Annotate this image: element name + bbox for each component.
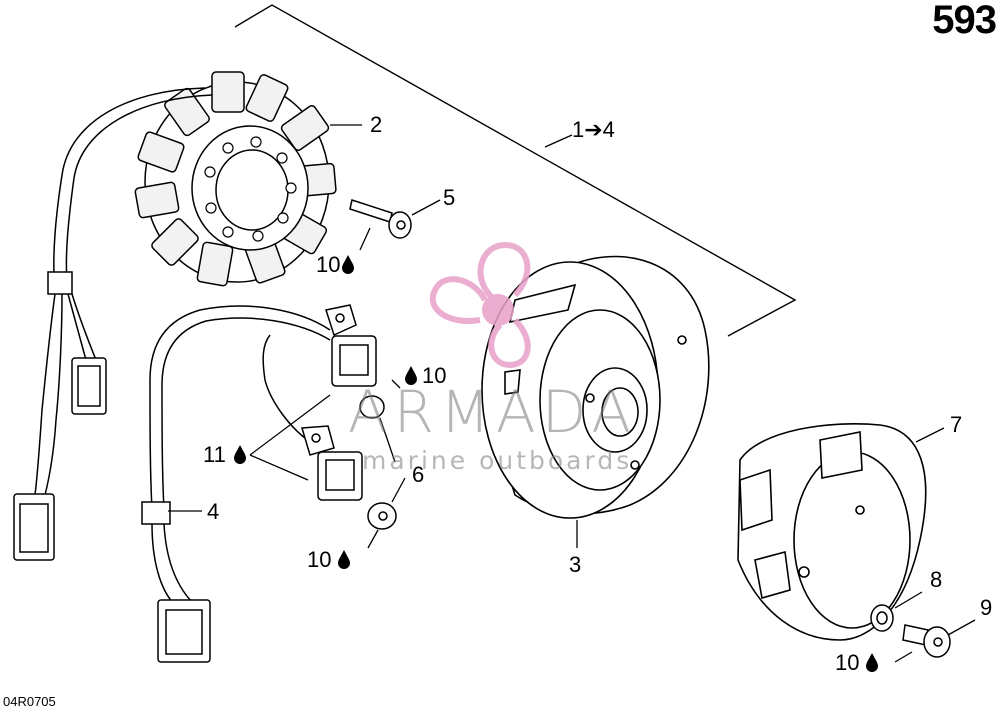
callout-4: 4 <box>207 499 219 524</box>
washer-part <box>870 604 894 632</box>
callout-9: 9 <box>980 595 992 620</box>
callout-10-stator-screw: 10 <box>316 252 340 277</box>
flywheel-bolt-part <box>902 624 951 658</box>
group-bracket <box>234 4 797 337</box>
stator-part <box>134 71 337 287</box>
callout-11: 11 <box>203 442 226 467</box>
flywheel-part <box>481 255 710 519</box>
drop-icon <box>234 445 246 464</box>
stator-screw-part <box>349 199 412 239</box>
drawing-code: 04R0705 <box>3 694 56 709</box>
callout-8: 8 <box>930 567 942 592</box>
stator-wiring <box>13 87 213 561</box>
sensor-lower <box>301 425 363 501</box>
leader-lines <box>168 124 976 663</box>
sensor-screw-part <box>359 395 397 530</box>
callout-6: 6 <box>412 462 424 487</box>
callout-10-sensor-upper: 10 <box>422 363 446 388</box>
drop-icon <box>342 255 354 274</box>
callout-10-flywheel-bolt: 10 <box>835 650 859 675</box>
callout-5: 5 <box>443 185 455 210</box>
ring-gear-part <box>737 422 927 641</box>
sensor-harness <box>141 305 331 663</box>
callout-7: 7 <box>950 412 962 437</box>
watermark-title: ARMADA <box>348 378 638 446</box>
page-number: 593 <box>932 0 997 42</box>
callout-10-sensor-lower: 10 <box>307 547 331 572</box>
drop-icon <box>338 550 350 569</box>
watermark-subtitle: marine outboards <box>362 446 633 475</box>
callout-2: 2 <box>370 112 382 137</box>
sensor-upper <box>325 304 377 387</box>
callout-3: 3 <box>569 552 581 577</box>
watermark-logo <box>429 241 531 369</box>
drop-icon <box>866 653 878 672</box>
callout-1-4: 1➔4 <box>572 117 615 142</box>
